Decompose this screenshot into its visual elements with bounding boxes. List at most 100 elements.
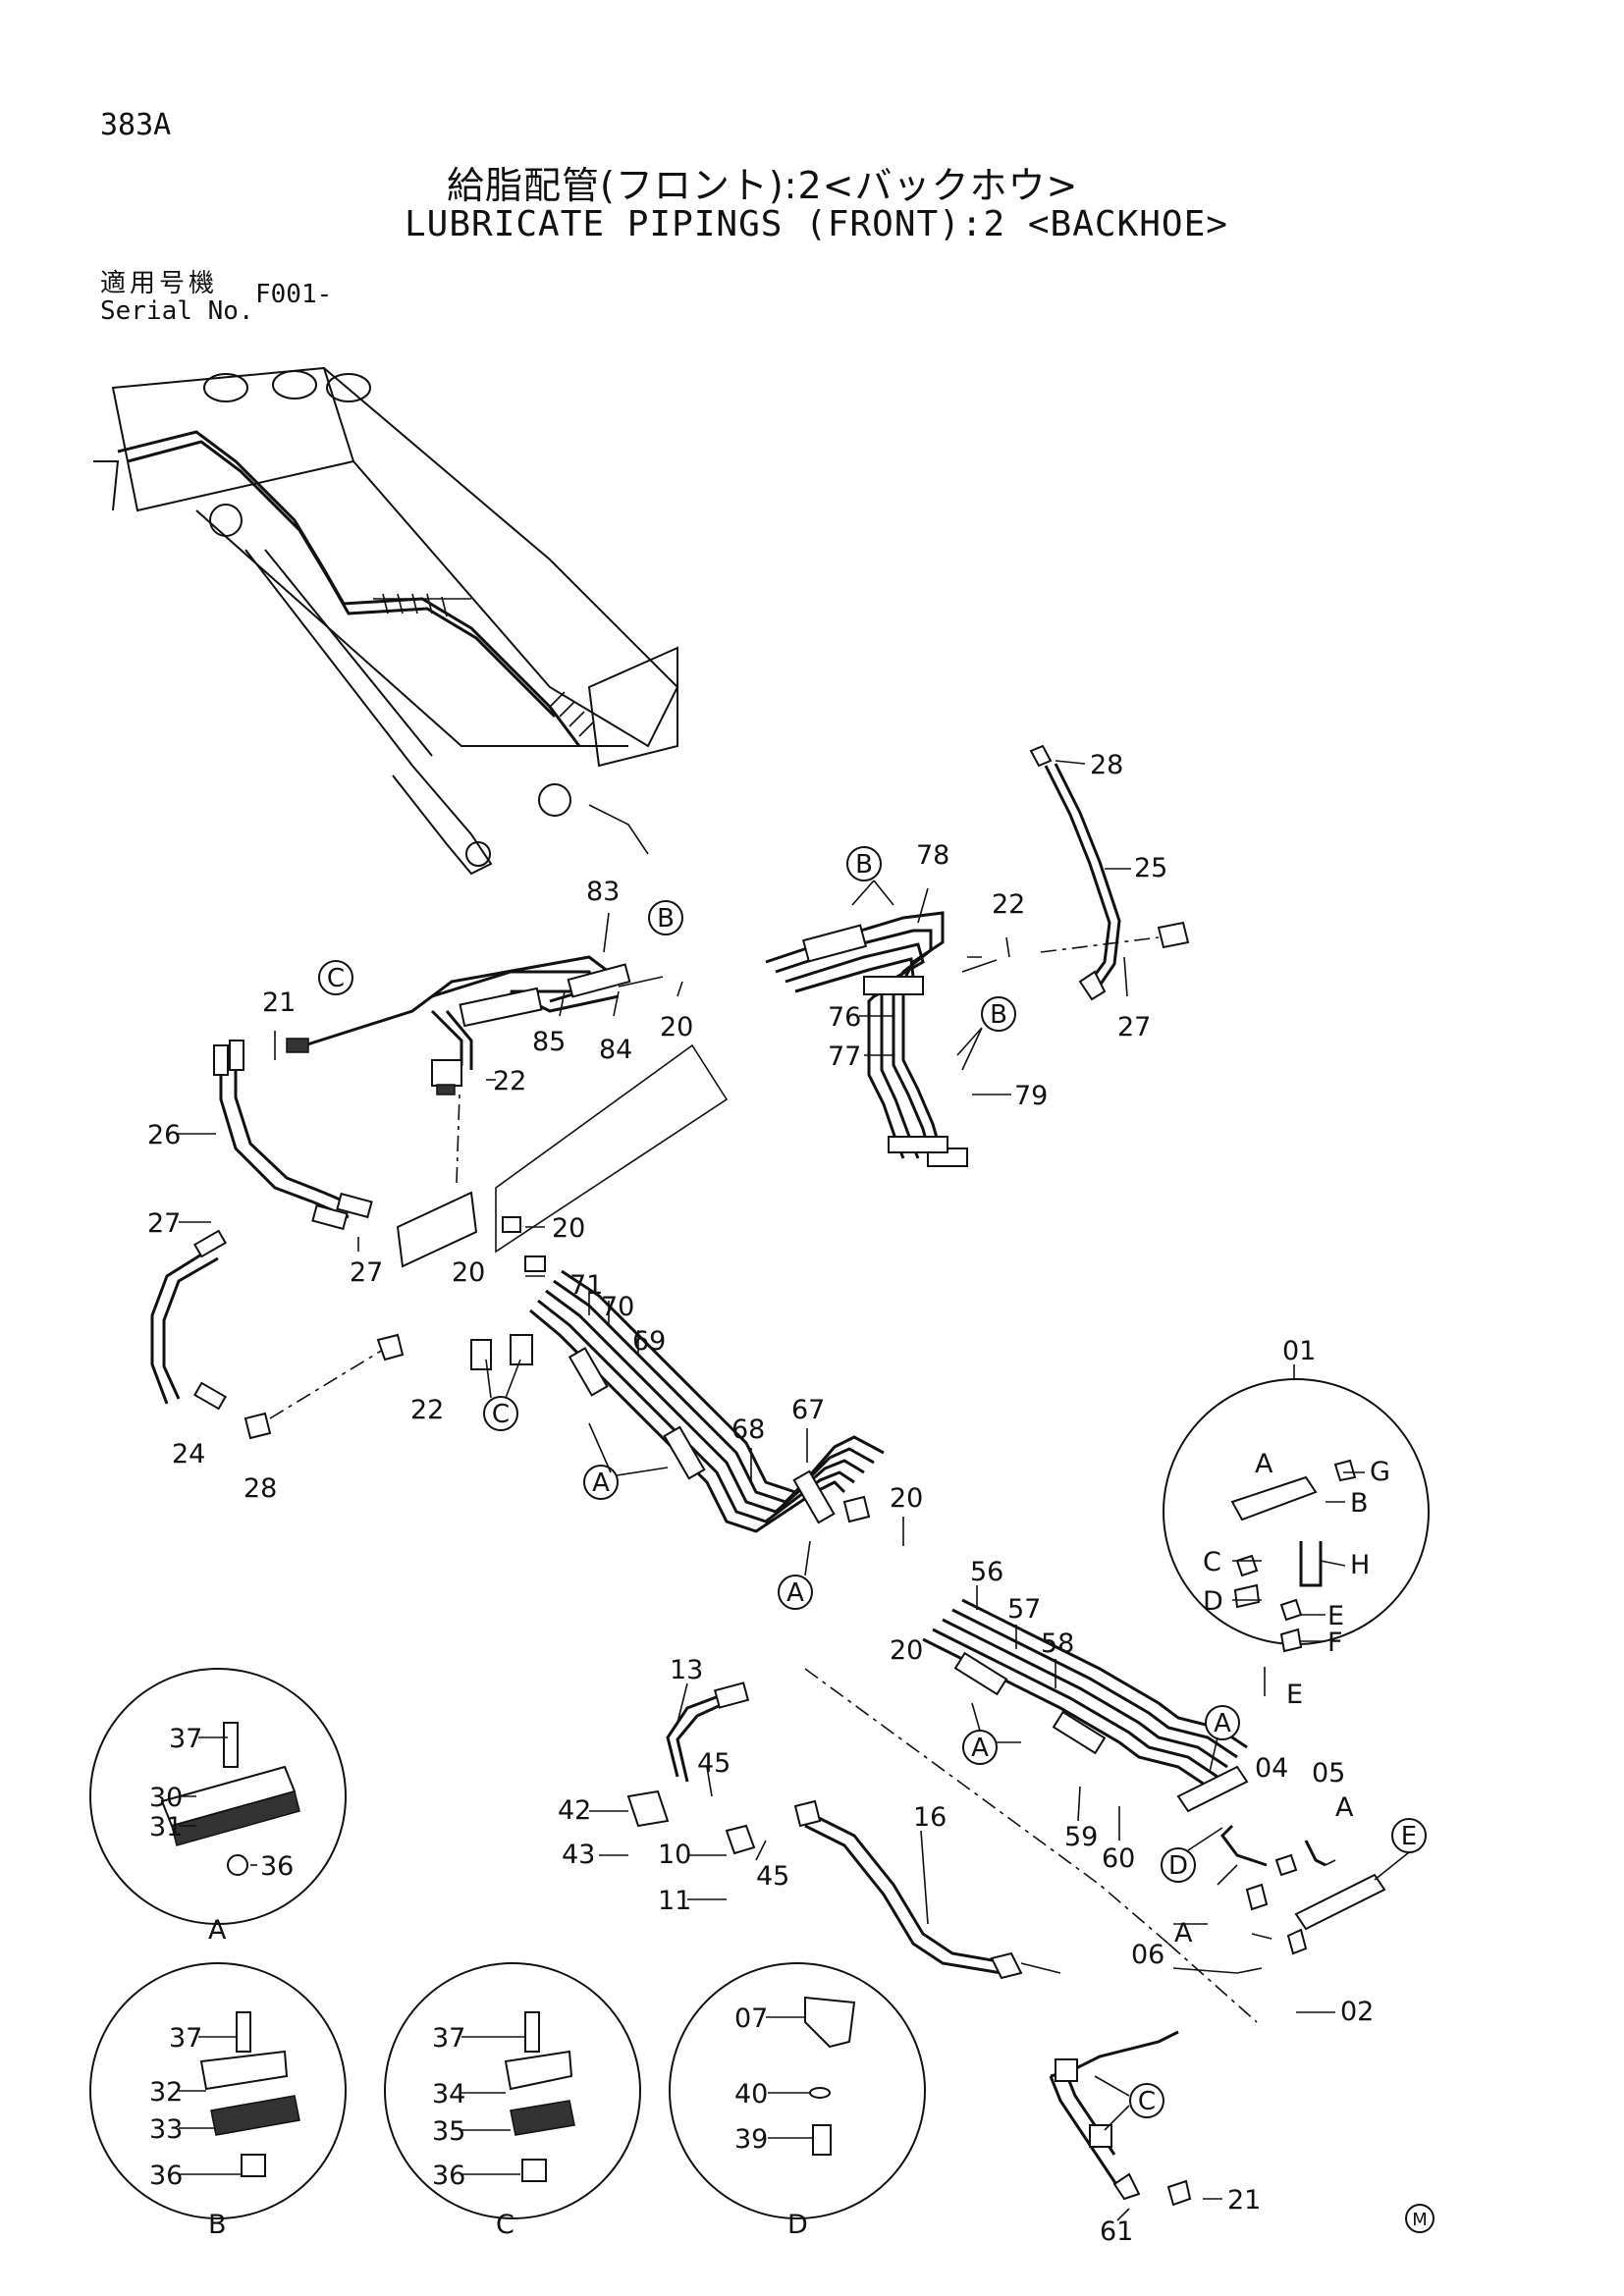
label-letter-f: F [1327,1628,1343,1658]
callout-letter-a: A [971,1734,989,1763]
footer-mark-circle [1405,2204,1435,2233]
label-part-06: 06 [1131,1940,1164,1970]
label-part-34: 34 [432,2079,465,2109]
label-part-67: 67 [791,1395,825,1425]
label-part-26: 26 [147,1120,181,1150]
label-part-13: 13 [670,1655,703,1685]
label-part-21: 21 [1227,2185,1261,2216]
label-part-20: 20 [552,1213,585,1244]
label-letter-b: B [208,2210,227,2240]
detail-circle-d [669,1962,926,2219]
label-part-60: 60 [1102,1843,1135,1874]
label-part-20: 20 [890,1483,923,1514]
label-part-77: 77 [828,1041,861,1072]
label-part-57: 57 [1007,1594,1041,1625]
callout-letter-d: D [1168,1851,1188,1881]
label-part-11: 11 [658,1886,691,1916]
label-letter-a: A [208,1915,227,1946]
label-letter-g: G [1370,1457,1390,1487]
label-part-35: 35 [432,2116,465,2147]
label-letter-e: E [1327,1601,1344,1631]
label-part-45: 45 [697,1748,731,1779]
footer-mark: M [1412,2210,1428,2230]
label-part-36: 36 [260,1851,294,1882]
label-part-58: 58 [1041,1629,1074,1659]
label-part-85: 85 [532,1027,566,1057]
label-part-36: 36 [149,2161,183,2191]
callout-letter-c: C [492,1400,510,1429]
detail-circle-c [384,1962,641,2219]
label-part-37: 37 [169,1724,202,1754]
label-part-68: 68 [731,1415,765,1445]
label-part-30: 30 [149,1783,183,1813]
serial-label-japanese: 適用号機 [100,269,219,298]
label-part-24: 24 [172,1439,205,1469]
callout-letter-a: A [592,1468,610,1498]
label-part-71: 71 [569,1270,603,1301]
callout-letter-e: E [1401,1822,1417,1851]
label-part-33: 33 [149,2114,183,2145]
part-number-labels: 28 25 27 22 78 76 77 79 83 85 84 20 21 2… [147,750,1390,2247]
label-part-61: 61 [1100,2216,1133,2247]
label-part-78: 78 [916,840,949,871]
label-part-70: 70 [601,1292,634,1322]
label-part-22: 22 [410,1395,444,1425]
arm-piping-bundle-lower [804,1598,1258,2023]
callout-letter-a: A [786,1578,804,1608]
callout-letter-c: C [327,964,345,993]
label-part-69: 69 [632,1326,666,1357]
label-part-25: 25 [1134,853,1167,883]
label-letter-a: A [1174,1918,1193,1949]
label-letter-a: A [1255,1449,1273,1479]
label-part-27: 27 [147,1208,181,1239]
label-part-21: 21 [262,988,296,1018]
label-part-43: 43 [562,1840,595,1870]
label-part-10: 10 [658,1840,691,1870]
callout-letter-b: B [657,904,675,934]
callout-letter-b: B [855,850,873,880]
hose-25-assembly [1029,744,1190,1001]
label-part-20: 20 [452,1257,485,1288]
label-part-28: 28 [1090,750,1123,780]
label-part-22: 22 [992,889,1025,920]
label-part-28: 28 [244,1473,277,1504]
boom-base-piping-group [286,955,664,1095]
label-part-20: 20 [890,1635,923,1666]
label-part-37: 37 [169,2023,202,2054]
label-part-45: 45 [756,1861,789,1892]
leader-lines [177,760,1365,2221]
label-letter-h: H [1350,1550,1370,1580]
hose-24-assembly [150,1229,405,1440]
serial-number-value: F001- [255,280,333,309]
label-letter-a: A [1335,1792,1354,1823]
label-part-22: 22 [493,1066,526,1096]
title-japanese: 給脂配管(フロント):2<バックホウ> [447,164,1079,207]
label-part-36: 36 [432,2161,465,2191]
label-letter-d: D [787,2210,808,2240]
label-part-40: 40 [734,2079,768,2109]
detail-circle-b [89,1962,347,2219]
label-letter-e: E [1286,1680,1303,1710]
label-part-39: 39 [734,2124,768,2155]
label-part-31: 31 [149,1812,183,1842]
label-part-83: 83 [586,877,620,907]
title-english: LUBRICATE PIPINGS (FRONT):2 <BACKHOE> [405,204,1228,244]
circled-letter-callouts: C B B B C A A A A D E C [318,846,1427,2131]
boom-overview-illustration [93,366,679,876]
arm-piping-bundle-middle [470,1269,885,1533]
label-part-16: 16 [913,1802,947,1833]
callout-letter-b: B [990,1000,1007,1030]
label-part-01: 01 [1282,1336,1316,1366]
label-part-05: 05 [1312,1758,1345,1789]
label-part-20: 20 [660,1012,693,1042]
label-part-79: 79 [1014,1081,1048,1111]
label-letter-c: C [1203,1547,1221,1577]
label-part-56: 56 [970,1557,1003,1587]
label-part-42: 42 [558,1795,591,1826]
callout-letter-c: C [1138,2087,1156,2116]
label-part-84: 84 [599,1035,632,1065]
label-part-07: 07 [734,2003,768,2034]
label-letter-d: D [1203,1586,1223,1617]
label-part-37: 37 [432,2023,465,2054]
